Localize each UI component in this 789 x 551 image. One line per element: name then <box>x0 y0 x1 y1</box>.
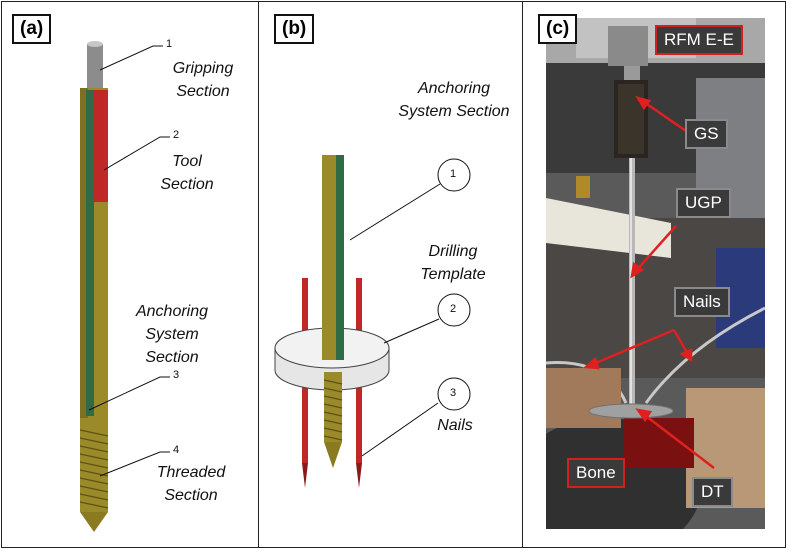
callout-number: 3 <box>173 369 180 381</box>
nail-right-tip <box>356 463 362 488</box>
gripping-cylinder-top <box>87 41 103 47</box>
callout-number: 1 <box>166 38 173 50</box>
rod-tip <box>80 512 108 532</box>
label-anchoring-system-section: Anchoring System Section <box>135 303 209 366</box>
label-gripping-section: Gripping Section <box>172 60 234 100</box>
drilling-template-drawing <box>274 155 471 488</box>
label-drilling-template: Drilling Template <box>420 243 486 283</box>
label-gs: GS <box>685 119 728 149</box>
panel-divider-bc <box>522 1 523 548</box>
callout-number: 2 <box>450 303 457 315</box>
panel-a-leaders <box>88 45 170 477</box>
panel-c-tag: (c) <box>538 14 578 44</box>
thread-lines <box>79 429 109 509</box>
callout-number: 1 <box>450 168 457 180</box>
label-ugp: UGP <box>676 188 731 218</box>
rod-shadow <box>80 88 88 418</box>
photo-illustration <box>546 18 765 529</box>
tool-section-red <box>94 90 108 202</box>
label-anchoring-system-section-b: Anchoring System Section <box>398 80 510 120</box>
panel-divider-ab <box>258 1 259 548</box>
anchor-rod-drawing <box>79 41 170 532</box>
gripping-cylinder <box>87 44 103 90</box>
anchor-rod-green <box>336 155 344 360</box>
label-rfm-e-e: RFM E-E <box>655 25 743 55</box>
anchor-rod-threads <box>323 379 343 441</box>
label-threaded-section: Threaded Section <box>156 464 226 504</box>
panel-a-tag: (a) <box>12 14 52 44</box>
nail-left-tip <box>302 463 308 488</box>
label-dt: DT <box>692 477 733 507</box>
experimental-setup-photo <box>546 18 765 529</box>
label-bone: Bone <box>567 458 625 488</box>
label-tool-section: Tool Section <box>160 153 214 193</box>
anchor-rod-tip <box>324 442 342 468</box>
label-nails: Nails <box>674 287 730 317</box>
rod-green-flat <box>86 90 94 416</box>
panel-b-tag: (b) <box>274 14 315 44</box>
callout-number: 2 <box>173 129 180 141</box>
callout-number: 3 <box>450 387 457 399</box>
label-nails: Nails <box>437 417 473 434</box>
callout-number: 4 <box>173 444 180 456</box>
panel-b-callouts <box>349 158 471 457</box>
